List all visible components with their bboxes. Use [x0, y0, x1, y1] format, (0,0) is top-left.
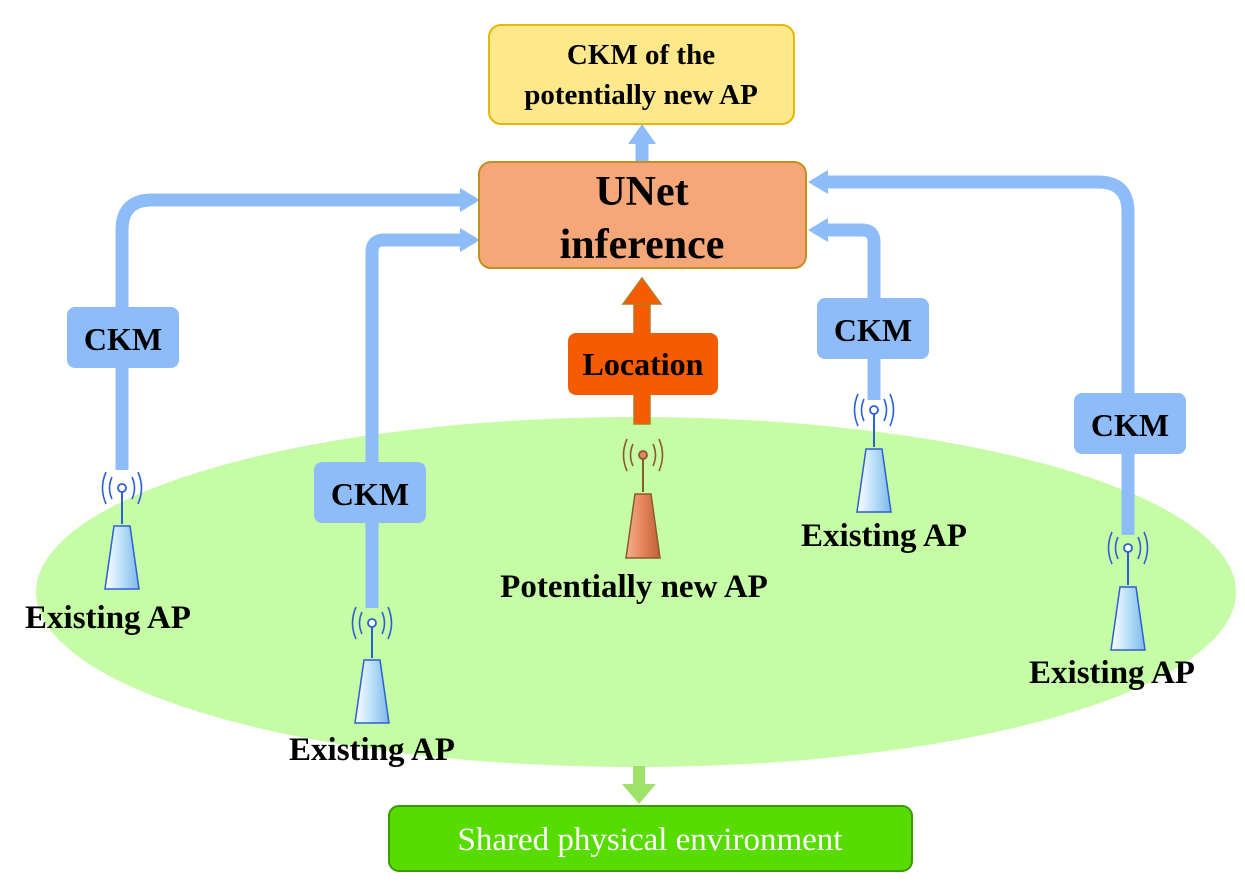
ckm-box-ap3	[817, 298, 929, 359]
ckm-path-ap4	[826, 175, 1135, 535]
new-ap-label: Potentially new AP	[500, 569, 768, 605]
arrowhead-ap1	[460, 188, 480, 212]
ap-antenna-icon	[1110, 586, 1146, 651]
ckm-label-ap3: CKM	[834, 312, 912, 348]
arrowhead-ap2	[460, 228, 480, 252]
unet-box-line2: inference	[560, 222, 725, 268]
arrowhead-ap3	[808, 218, 828, 242]
arrowhead-ap4	[808, 170, 828, 194]
existing-ap-2: Existing AP	[289, 606, 455, 768]
existing-ap-4: Existing AP	[1029, 531, 1195, 691]
ckm-box-ap1	[67, 307, 179, 368]
environment-box	[388, 805, 913, 872]
signal-waves-icon	[101, 471, 143, 505]
signal-waves-icon	[1107, 531, 1149, 565]
signal-waves-icon	[853, 393, 895, 427]
ckm-path-ap1	[115, 193, 462, 470]
environment-arrow	[622, 766, 656, 804]
ckm-label-ap1: CKM	[84, 321, 162, 357]
unet-box-line1: UNet	[595, 169, 688, 215]
environment-label: Shared physical environment	[458, 822, 843, 858]
ap-label-3: Existing AP	[801, 518, 967, 554]
signal-waves-icon	[622, 438, 664, 472]
ap-antenna-icon	[354, 659, 390, 724]
ckm-flow-lines	[115, 140, 1135, 608]
ap-antenna-icon	[856, 448, 892, 513]
ckm-label-ap4: CKM	[1091, 407, 1169, 443]
ap-antenna-icon	[104, 525, 140, 590]
ckm-path-ap3	[826, 223, 881, 400]
new-ap-antenna-icon	[625, 493, 661, 559]
ckm-box-ap2	[314, 462, 426, 523]
new-ap: Potentially new AP	[500, 438, 768, 605]
output-box-line1: CKM of the	[567, 39, 715, 71]
ckm-path-ap2	[365, 233, 462, 608]
ap-label-1: Existing AP	[25, 600, 191, 636]
location-box	[568, 333, 718, 395]
ckm-box-ap4	[1074, 393, 1186, 454]
location-label: Location	[583, 346, 704, 382]
ap-label-4: Existing AP	[1029, 655, 1195, 691]
ap-label-2: Existing AP	[289, 732, 455, 768]
existing-ap-3: Existing AP	[801, 393, 967, 554]
ckm-arrowheads	[460, 124, 828, 252]
unet-box	[478, 161, 807, 269]
arrowhead-output	[628, 124, 656, 144]
signal-waves-icon	[351, 606, 393, 640]
output-box	[488, 24, 795, 125]
output-box-line2: potentially new AP	[524, 79, 758, 111]
existing-ap-1: Existing AP	[25, 471, 191, 636]
ckm-label-ap2: CKM	[331, 476, 409, 512]
